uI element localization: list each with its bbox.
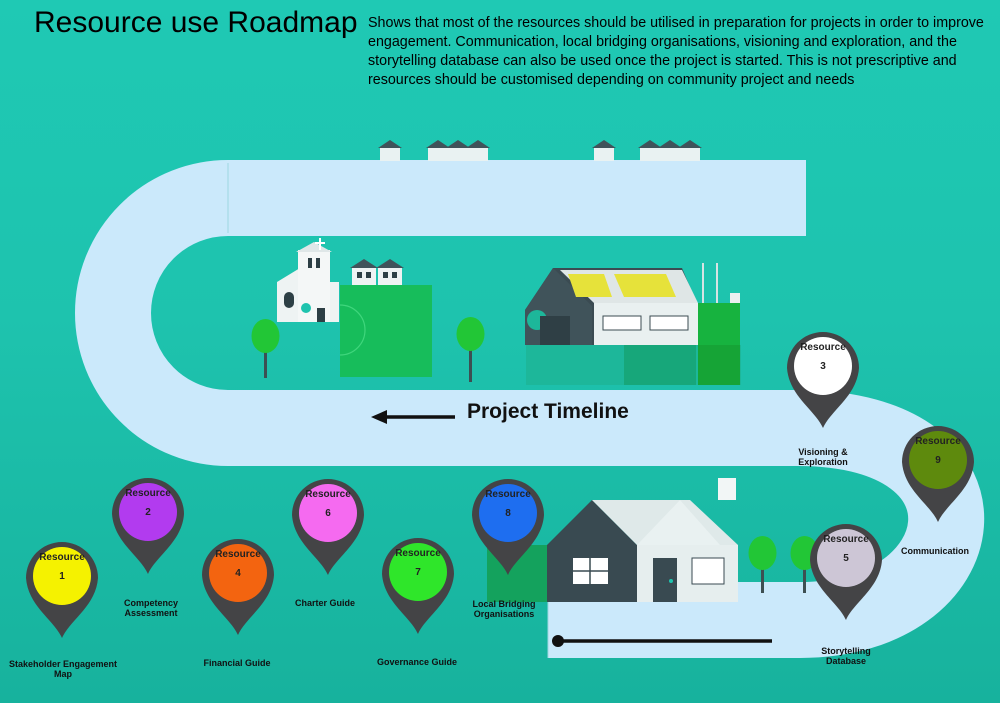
resource-badge: Resource 3 <box>795 338 851 376</box>
resource-color-disc <box>299 484 357 542</box>
resource-label: Resource <box>305 489 351 500</box>
resource-color-disc <box>909 431 967 489</box>
road <box>75 160 985 658</box>
map-pin-icon <box>202 539 274 635</box>
tree <box>251 319 280 378</box>
resource-name-4: Financial Guide <box>203 658 271 668</box>
resource-label: Resource <box>823 534 869 545</box>
resource-name-2: Competency Assessment <box>123 598 178 618</box>
resource-number: 1 <box>59 571 65 582</box>
map-pin-icon <box>902 426 974 522</box>
resource-color-disc <box>209 544 267 602</box>
roadmap-description: Shows that most of the resources should … <box>368 15 984 88</box>
resource-color-disc <box>817 529 875 587</box>
resource-badge: Resource 6 <box>300 485 356 523</box>
resource-label: Resource <box>800 342 846 353</box>
map-pin-icon <box>382 538 454 634</box>
page-title: Resource use Roadmap <box>34 6 358 39</box>
church <box>277 238 432 377</box>
resource-pin-6[interactable]: Resource 6 <box>282 469 374 577</box>
house-group-top-right <box>592 140 702 161</box>
map-pin-icon <box>472 479 544 575</box>
resource-color-disc <box>794 337 852 395</box>
resource-number: 8 <box>505 508 511 519</box>
resource-badge: Resource 7 <box>390 544 446 582</box>
resource-color-disc <box>389 543 447 601</box>
resource-name-9: Communication <box>900 546 969 556</box>
map-pin-icon <box>787 332 859 428</box>
resource-badge: Resource 2 <box>120 484 176 522</box>
solar-house <box>525 263 741 385</box>
resource-label: Resource <box>395 548 441 559</box>
resource-number: 5 <box>843 553 849 564</box>
resource-name-1: Stakeholder Engagement Map <box>8 659 118 679</box>
map-pin-icon <box>810 524 882 620</box>
timeline-label: Project Timeline <box>467 400 629 423</box>
resource-label: Resource <box>125 488 171 499</box>
map-pin-icon <box>292 479 364 575</box>
resource-label: Resource <box>915 436 961 447</box>
resource-pin-4[interactable]: Resource 4 <box>192 529 284 637</box>
tree <box>456 317 485 382</box>
map-pin-icon <box>26 542 98 638</box>
bottom-house <box>487 478 738 602</box>
tree <box>748 536 777 593</box>
resource-badge: Resource 5 <box>818 530 874 568</box>
resource-name-3: Visioning & Exploration <box>798 447 848 467</box>
resource-name-5: Storytelling Database <box>821 646 871 666</box>
resource-number: 3 <box>820 361 826 372</box>
resource-pin-5[interactable]: Resource 5 <box>800 514 892 622</box>
resource-label: Resource <box>39 552 85 563</box>
resource-number: 4 <box>235 568 241 579</box>
resource-color-disc <box>119 483 177 541</box>
resource-pin-8[interactable]: Resource 8 <box>462 469 554 577</box>
resource-pin-7[interactable]: Resource 7 <box>372 528 464 636</box>
resource-label: Resource <box>485 489 531 500</box>
resource-number: 6 <box>325 508 331 519</box>
resource-badge: Resource 8 <box>480 485 536 523</box>
house-group-top-left <box>378 140 490 161</box>
resource-number: 7 <box>415 567 421 578</box>
resource-color-disc <box>33 547 91 605</box>
resource-pin-2[interactable]: Resource 2 <box>102 468 194 576</box>
timeline-start-dot <box>552 635 564 647</box>
map-pin-icon <box>112 478 184 574</box>
resource-pin-3[interactable]: Resource 3 <box>777 322 869 430</box>
resource-badge: Resource 9 <box>910 432 966 470</box>
resource-name-7: Governance Guide <box>376 657 458 667</box>
resource-pin-1[interactable]: Resource 1 <box>16 532 108 640</box>
resource-number: 2 <box>145 507 151 518</box>
resource-name-6: Charter Guide <box>294 598 355 608</box>
resource-color-disc <box>479 484 537 542</box>
resource-number: 9 <box>935 455 941 466</box>
house-pair <box>350 259 404 285</box>
resource-badge: Resource 4 <box>210 545 266 583</box>
resource-name-8: Local Bridging Organisations <box>472 599 536 619</box>
resource-pin-9[interactable]: Resource 9 <box>892 416 984 524</box>
resource-label: Resource <box>215 549 261 560</box>
resource-badge: Resource 1 <box>34 548 90 586</box>
